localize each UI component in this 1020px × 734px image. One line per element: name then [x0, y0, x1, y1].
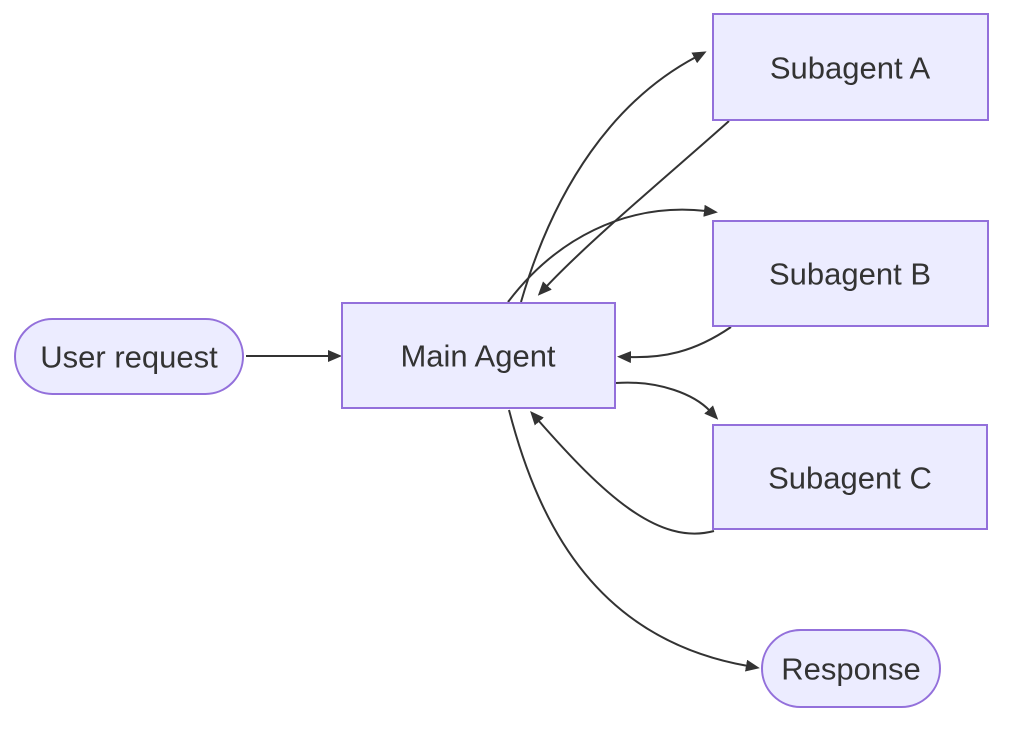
node-subagent-a: Subagent A	[712, 13, 989, 121]
edge-main-agent-to-subagent-b	[507, 204, 718, 303]
node-response: Response	[761, 629, 941, 708]
node-user-request: User request	[14, 318, 244, 395]
edge-main-agent-to-subagent-a	[520, 51, 707, 303]
node-subagent-a-shape	[712, 13, 989, 121]
edge-subagent-b-to-main-agent	[617, 326, 732, 364]
node-subagent-b: Subagent B	[712, 220, 989, 327]
node-subagent-a-label: Subagent A	[770, 51, 931, 86]
node-subagent-c: Subagent C	[712, 424, 988, 530]
node-response-label: Response	[781, 652, 921, 687]
node-main-agent-label: Main Agent	[400, 339, 555, 374]
edge-layer	[246, 51, 760, 672]
node-main-agent-shape	[341, 302, 616, 409]
edge-main-agent-to-subagent-c	[615, 381, 719, 420]
edge-subagent-c-to-main-agent	[530, 410, 715, 535]
node-user-request-label: User request	[40, 340, 218, 375]
node-user-request-shape	[14, 318, 244, 395]
node-subagent-b-shape	[712, 220, 989, 327]
node-main-agent: Main Agent	[341, 302, 616, 409]
node-response-shape	[761, 629, 941, 708]
edge-main-agent-to-response	[508, 409, 760, 672]
node-subagent-c-shape	[712, 424, 988, 530]
edge-subagent-a-to-main-agent	[537, 120, 730, 296]
node-subagent-c-label: Subagent C	[768, 461, 932, 496]
node-subagent-b-label: Subagent B	[769, 257, 931, 292]
